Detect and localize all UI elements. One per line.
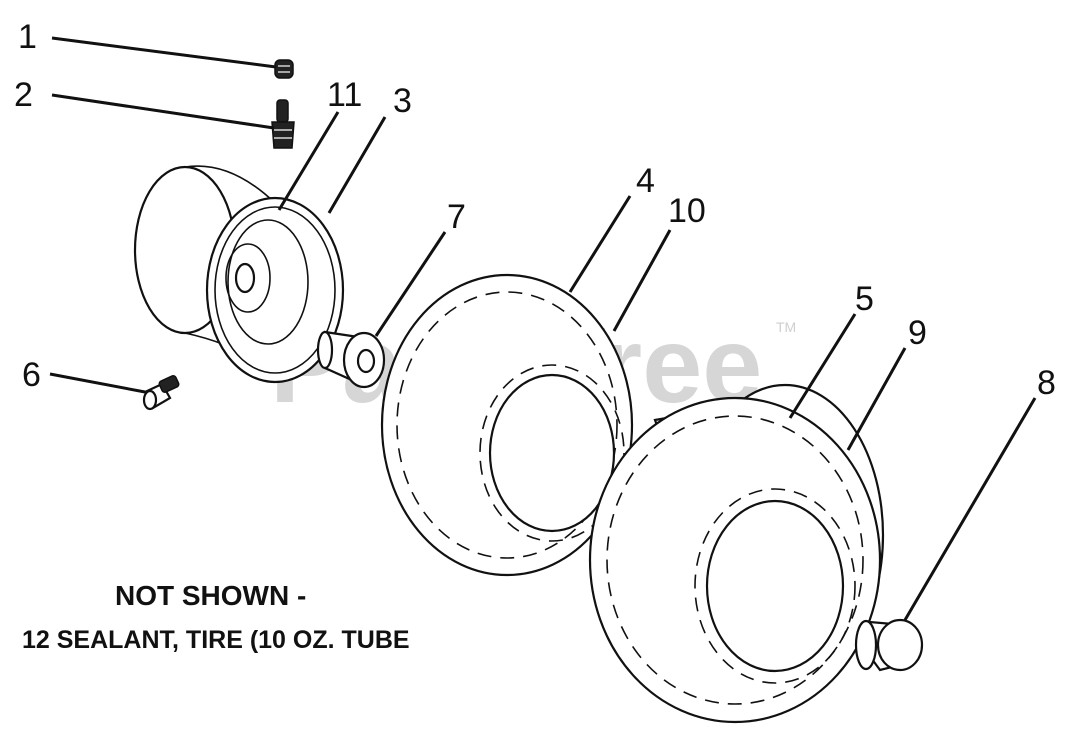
- callout-6: 6: [22, 356, 41, 394]
- part-grease-fitting: [142, 374, 180, 411]
- callout-4: 4: [636, 162, 655, 200]
- callout-1: 1: [18, 18, 37, 56]
- callout-7: 7: [447, 198, 466, 236]
- leader-7: [374, 231, 447, 337]
- part-front-tire: [380, 273, 634, 577]
- leader-4: [568, 195, 632, 293]
- leader-9: [846, 347, 907, 451]
- leader-2: [51, 93, 275, 130]
- callout-9: 9: [908, 314, 927, 352]
- leader-10: [612, 229, 672, 332]
- leader-6: [49, 372, 146, 394]
- part-hub-cap: [854, 618, 924, 672]
- leader-11: [277, 111, 340, 211]
- part-rear-tire: [588, 383, 885, 724]
- not-shown-item: 12 SEALANT, TIRE (10 OZ. TUBE: [22, 626, 410, 654]
- callout-11: 11: [327, 76, 362, 114]
- leader-3: [327, 116, 387, 214]
- leader-8: [903, 397, 1037, 621]
- not-shown-heading: NOT SHOWN -: [115, 580, 307, 611]
- leader-lines: [49, 36, 1037, 621]
- callout-3: 3: [393, 82, 412, 120]
- callout-10: 10: [668, 192, 706, 230]
- leader-1: [51, 36, 277, 69]
- part-rim: [133, 165, 345, 384]
- part-bushing: [316, 330, 386, 389]
- callout-labels: 1 2 3 4 5 6 7 8 9 10 11: [14, 18, 1056, 402]
- callout-2: 2: [14, 76, 33, 114]
- part-valve-stem: [271, 99, 295, 149]
- callout-8: 8: [1037, 364, 1056, 402]
- leader-5: [788, 313, 857, 419]
- watermark-trademark: TM: [776, 319, 796, 335]
- part-valve-cap: [274, 59, 294, 79]
- callout-5: 5: [855, 280, 874, 318]
